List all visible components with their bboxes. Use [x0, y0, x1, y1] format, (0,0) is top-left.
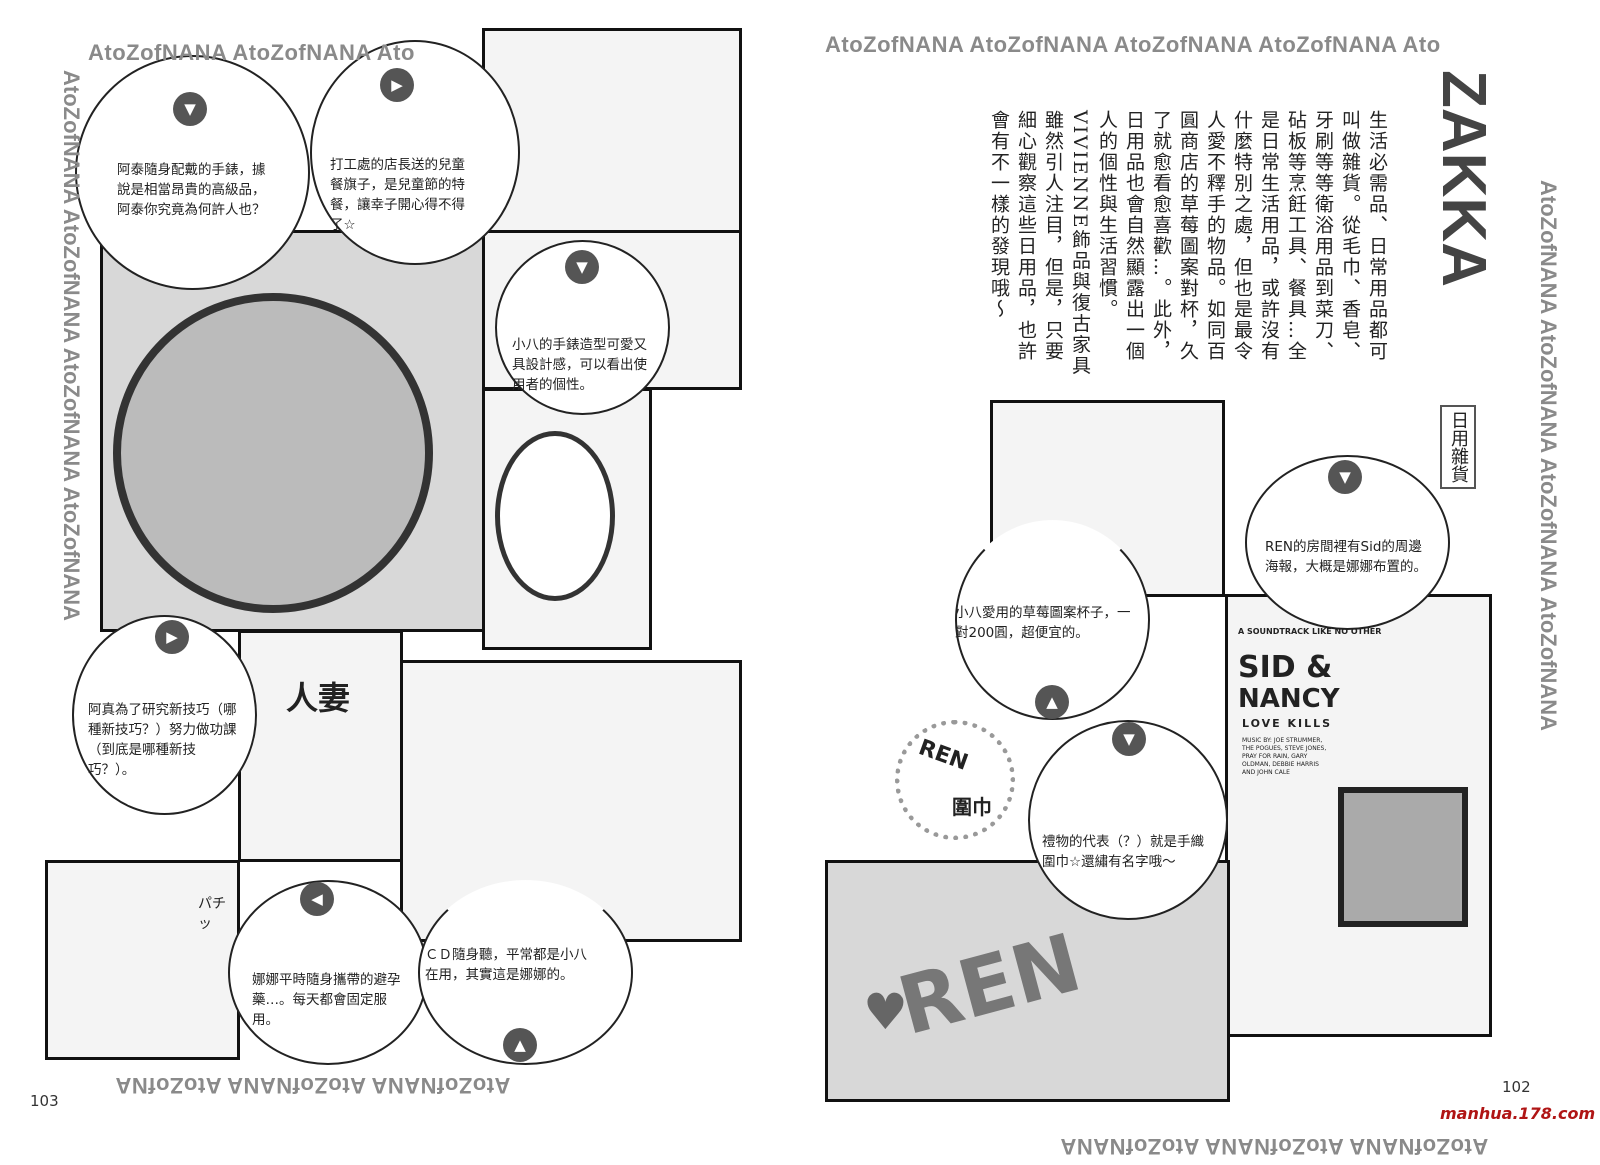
bubble-text: 小八的手錶造型可愛又具設計感，可以看出使用者的個性。 — [512, 337, 647, 393]
page-footer: AtoZofNANA AtoZofNANA AtoZofNA — [115, 1073, 511, 1098]
badge-line-2: 圍巾 — [952, 795, 992, 819]
arrow-up-icon: ▲ — [1035, 685, 1069, 719]
arrow-up-icon: ▲ — [503, 1028, 537, 1062]
speech-bubble — [1245, 455, 1450, 630]
page-header: AtoZofNANA AtoZofNANA Ato — [88, 40, 415, 65]
panel-flag-photo — [482, 28, 742, 233]
page-header: AtoZofNANA AtoZofNANA AtoZofNANA AtoZofN… — [825, 32, 1441, 57]
bubble-text: REN的房間裡有Sid的周邊海報，大概是娜娜布置的。 — [1265, 539, 1427, 575]
panel-book: 人妻 — [238, 630, 403, 862]
bubble-text: 禮物的代表（？）就是手織圍巾☆還繡有名字哦～ — [1042, 834, 1204, 870]
page-number: 102 — [1502, 1078, 1531, 1096]
framed-picture-icon — [1338, 787, 1468, 927]
poster-credits: MUSIC BY: JOE STRUMMER, THE POGUES, STEV… — [1242, 737, 1327, 776]
bubble-text: 打工處的店長送的兒童餐旗子，是兒童節的特餐，讓幸子開心得不得了☆ — [330, 157, 465, 233]
panel-pill-case: パチッ — [45, 860, 240, 1060]
book-title: 人妻 — [286, 679, 351, 717]
ren-scarf-badge: REN 圍巾 — [895, 720, 1015, 840]
arrow-down-icon: ▼ — [1328, 460, 1362, 494]
panel-small-watch — [482, 388, 652, 650]
side-header: AtoZofNANA AtoZofNANA AtoZofNANA AtoZofN… — [1536, 180, 1561, 732]
poster-title-2: NANCY — [1238, 684, 1340, 714]
poster-title-1: SID & — [1238, 650, 1333, 685]
panel-wristwatch — [100, 230, 485, 632]
watch-face-icon — [113, 293, 433, 613]
arrow-left-icon: ◀ — [300, 882, 334, 916]
bubble-text: ＣＤ隨身聽，平常都是小八在用，其實這是娜娜的。 — [425, 947, 587, 983]
page-number: 103 — [30, 1092, 59, 1110]
page-footer: AtoZofNANA AtoZofNANA AtoZofNANA — [1060, 1134, 1489, 1159]
watermark: manhua.178.com — [1440, 1104, 1596, 1123]
section-subtitle: 日用雜貨 — [1440, 405, 1476, 489]
bubble-text: 小八愛用的草莓圖案杯子，一對200圓，超便宜的。 — [955, 605, 1131, 641]
speech-bubble — [310, 40, 520, 265]
bubble-text: 阿真為了研究新技巧（哪種新技巧？）努力做功課（到底是哪種新技巧？）。 — [88, 702, 237, 778]
article-body: 生活必需品、日常用品都可叫做雜貨。從毛巾、香皂、牙刷等等衛浴用品到菜刀、砧板等烹… — [988, 110, 1388, 377]
bubble-text: 阿泰隨身配戴的手錶，據說是相當昂貴的高級品，阿泰你究竟為何許人也？ — [117, 162, 266, 218]
badge-line-1: REN — [915, 735, 972, 776]
watch-face-icon — [495, 431, 615, 601]
section-title: ZAKKA — [1429, 70, 1498, 287]
arrow-down-icon: ▼ — [1112, 722, 1146, 756]
arrow-down-icon: ▼ — [173, 92, 207, 126]
poster-top: A SOUNDTRACK LIKE NO OTHER — [1238, 627, 1382, 636]
arrow-right-icon: ▶ — [155, 620, 189, 654]
poster-tagline: LOVE KILLS — [1242, 717, 1333, 730]
panel-scarf: REN ♥ — [825, 860, 1230, 1102]
arrow-right-icon: ▶ — [380, 68, 414, 102]
arrow-down-icon: ▼ — [565, 250, 599, 284]
sfx-text: パチッ — [198, 896, 226, 932]
bubble-text: 娜娜平時隨身攜帶的避孕藥…。每天都會固定服用。 — [252, 972, 401, 1028]
panel-poster: A SOUNDTRACK LIKE NO OTHER SID & NANCY L… — [1225, 594, 1492, 1037]
side-header: AtoZofNANA AtoZofNANA AtoZofNANA AtoZofN… — [59, 70, 84, 622]
heart-icon: ♥ — [863, 983, 908, 1041]
scarf-text: REN — [889, 915, 1091, 1054]
